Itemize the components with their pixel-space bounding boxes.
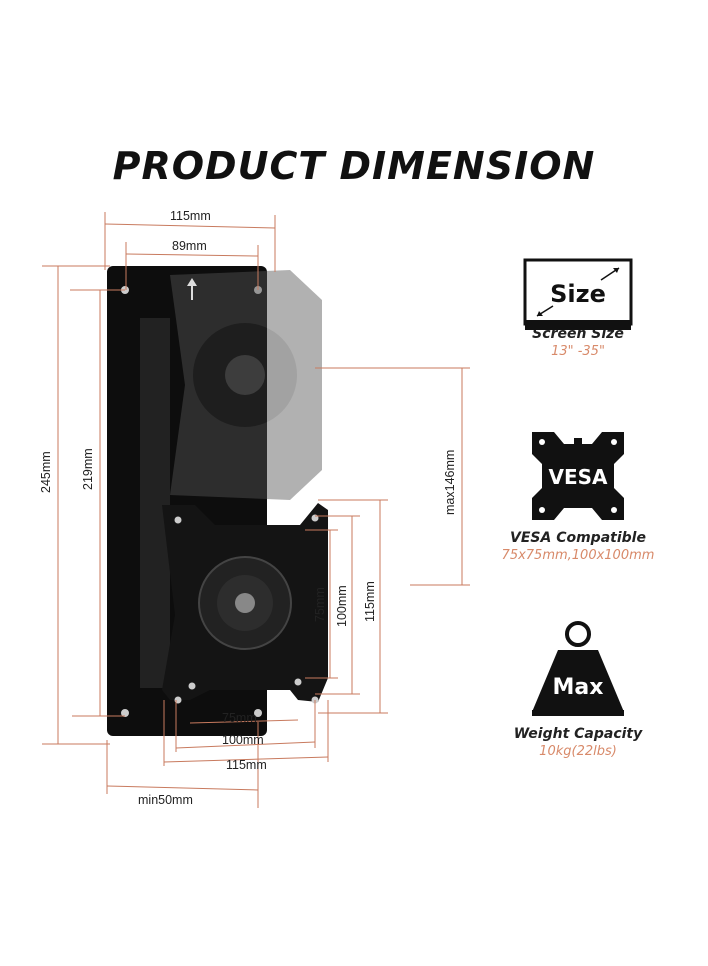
weight-icon: Max bbox=[528, 620, 628, 720]
page-title: PRODUCT DIMENSION bbox=[112, 144, 596, 188]
vesa-plate-icon: VESA bbox=[528, 428, 628, 524]
plate-width-label: 115mm bbox=[170, 209, 211, 223]
feature-screen-size: Size Screen Size 13" -35" bbox=[488, 258, 668, 359]
feature-weight: Max Weight Capacity 10kg(22lbs) bbox=[488, 620, 668, 759]
vesa-75-horizontal-label: 75mm bbox=[222, 711, 257, 725]
inner-height-label: 219mm bbox=[81, 448, 95, 490]
dimension-lines bbox=[42, 212, 470, 808]
vesa-115-horizontal-label: 115mm bbox=[226, 758, 267, 772]
hole-spacing-label: 89mm bbox=[172, 239, 207, 253]
feature-value: 75x75mm,100x100mm bbox=[501, 548, 655, 563]
vesa-75-vertical-label: 75mm bbox=[313, 587, 327, 622]
vesa-115-vertical-label: 115mm bbox=[363, 581, 377, 622]
vesa-100-horizontal-label: 100mm bbox=[222, 733, 264, 747]
feature-vesa: VESA VESA Compatible 75x75mm,100x100mm bbox=[488, 428, 668, 563]
feature-title: Weight Capacity bbox=[513, 726, 643, 742]
min-offset-label: min50mm bbox=[138, 793, 193, 807]
feature-value: 13" -35" bbox=[551, 344, 605, 359]
feature-value: 10kg(22lbs) bbox=[539, 744, 617, 759]
arrow-up-icon bbox=[187, 278, 197, 300]
vesa-100-vertical-label: 100mm bbox=[335, 585, 349, 627]
max-icon-text: Max bbox=[553, 675, 604, 700]
plate-height-label: 245mm bbox=[39, 451, 53, 493]
max-travel-label: max146mm bbox=[443, 450, 457, 515]
vesa-plate bbox=[162, 503, 328, 704]
ghost-vesa-plate bbox=[170, 270, 322, 500]
screen-size-icon: Size bbox=[523, 258, 633, 330]
feature-title: VESA Compatible bbox=[510, 530, 646, 546]
size-icon-text: Size bbox=[550, 280, 606, 308]
vesa-icon-text: VESA bbox=[548, 465, 608, 489]
